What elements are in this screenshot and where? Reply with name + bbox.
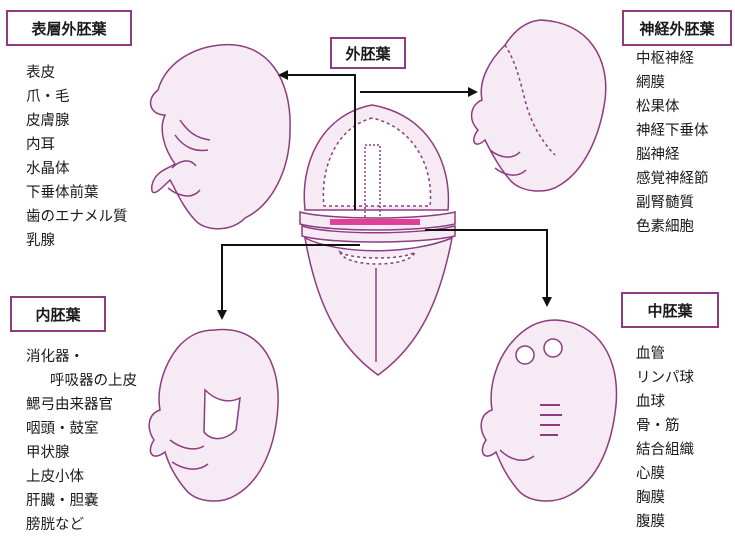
embryo-surface-ectoderm bbox=[151, 45, 291, 229]
list-item: 血球 bbox=[636, 390, 694, 414]
list-item: 甲状腺 bbox=[26, 441, 137, 465]
list-item: 乳腺 bbox=[26, 229, 128, 253]
list-item: 骨・筋 bbox=[636, 414, 694, 438]
list-item: 色素細胞 bbox=[636, 215, 709, 239]
list-item: 呼吸器の上皮 bbox=[26, 369, 137, 393]
list-item: 網膜 bbox=[636, 71, 709, 95]
list-item: 鰓弓由来器官 bbox=[26, 393, 137, 417]
embryo-mesoderm bbox=[481, 320, 616, 501]
mesoderm-title: 中胚葉 bbox=[621, 292, 719, 328]
list-item: 消化器・ bbox=[26, 345, 137, 369]
list-item: 内耳 bbox=[26, 133, 128, 157]
list-item: 結合組織 bbox=[636, 438, 694, 462]
ectoderm-label: 外胚葉 bbox=[330, 37, 406, 69]
embryo-endoderm bbox=[149, 330, 278, 501]
list-item: 咽頭・鼓室 bbox=[26, 417, 137, 441]
list-item: 歯のエナメル質 bbox=[26, 205, 128, 229]
list-item: 副腎髄質 bbox=[636, 191, 709, 215]
endoderm-title: 内胚葉 bbox=[10, 296, 106, 332]
list-item: 表皮 bbox=[26, 61, 128, 85]
list-item: 脳神経 bbox=[636, 143, 709, 167]
list-item: 心膜 bbox=[636, 462, 694, 486]
list-item: 胸膜 bbox=[636, 486, 694, 510]
list-item: 皮膚腺 bbox=[26, 109, 128, 133]
endoderm-list: 消化器・ 呼吸器の上皮 鰓弓由来器官 咽頭・鼓室 甲状腺 上皮小体 肝臓・胆嚢 … bbox=[26, 345, 137, 537]
mesoderm-list: 血管 リンパ球 血球 骨・筋 結合組織 心膜 胸膜 腹膜 bbox=[636, 342, 694, 534]
list-item: 神経下垂体 bbox=[636, 119, 709, 143]
list-item: 松果体 bbox=[636, 95, 709, 119]
list-item: 上皮小体 bbox=[26, 465, 137, 489]
list-item: リンパ球 bbox=[636, 366, 694, 390]
neural-ectoderm-list: 中枢神経 網膜 松果体 神経下垂体 脳神経 感覚神経節 副腎髄質 色素細胞 bbox=[636, 47, 709, 239]
list-item: 水晶体 bbox=[26, 157, 128, 181]
surface-ectoderm-title: 表層外胚葉 bbox=[6, 10, 132, 46]
list-item: 下垂体前葉 bbox=[26, 181, 128, 205]
central-cross-section bbox=[300, 105, 455, 375]
list-item: 爪・毛 bbox=[26, 85, 128, 109]
list-item: 膀胱など bbox=[26, 513, 137, 537]
embryo-neural-ectoderm bbox=[472, 20, 606, 191]
surface-ectoderm-list: 表皮 爪・毛 皮膚腺 内耳 水晶体 下垂体前葉 歯のエナメル質 乳腺 bbox=[26, 61, 128, 253]
list-item: 血管 bbox=[636, 342, 694, 366]
neural-ectoderm-title: 神経外胚葉 bbox=[622, 10, 732, 46]
list-item: 腹膜 bbox=[636, 510, 694, 534]
list-item: 感覚神経節 bbox=[636, 167, 709, 191]
list-item: 中枢神経 bbox=[636, 47, 709, 71]
list-item: 肝臓・胆嚢 bbox=[26, 489, 137, 513]
